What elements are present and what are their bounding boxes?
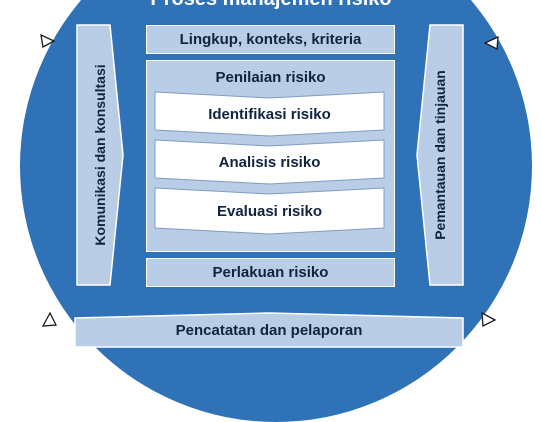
top-right-marker-icon bbox=[484, 36, 500, 50]
step-identification-label: Identifikasi risiko bbox=[208, 105, 331, 123]
step-analysis-label: Analisis risiko bbox=[218, 153, 321, 171]
top-left-marker-icon bbox=[40, 34, 56, 48]
risk-treatment-box: Perlakuan risiko bbox=[146, 258, 395, 287]
bottom-right-marker-icon bbox=[481, 312, 497, 328]
risk-treatment-label: Perlakuan risiko bbox=[212, 264, 329, 281]
step-evaluation-label: Evaluasi risiko bbox=[216, 202, 323, 220]
bottom-left-marker-icon bbox=[42, 312, 58, 328]
monitoring-review-label: Pemantauan dan tinjauan bbox=[432, 70, 448, 240]
monitoring-review-bar: Pemantauan dan tinjauan bbox=[416, 24, 464, 286]
communication-consultation-bar: Komunikasi dan konsultasi bbox=[76, 24, 124, 286]
step-identification: Identifikasi risiko bbox=[154, 91, 385, 137]
diagram-title: Proses manajemen risiko bbox=[0, 0, 542, 11]
scope-context-criteria-box: Lingkup, konteks, kriteria bbox=[146, 25, 395, 54]
scope-context-criteria-label: Lingkup, konteks, kriteria bbox=[179, 31, 362, 48]
step-analysis: Analisis risiko bbox=[154, 139, 385, 185]
step-evaluation: Evaluasi risiko bbox=[154, 187, 385, 235]
recording-reporting-label: Pencatatan dan pelaporan bbox=[175, 321, 363, 339]
risk-assessment-title: Penilaian risiko bbox=[215, 69, 326, 86]
recording-reporting-bar: Pencatatan dan pelaporan bbox=[74, 312, 464, 348]
communication-consultation-label: Komunikasi dan konsultasi bbox=[92, 64, 108, 246]
risk-assessment-box: Penilaian risiko Identifikasi risiko Ana… bbox=[146, 60, 395, 252]
